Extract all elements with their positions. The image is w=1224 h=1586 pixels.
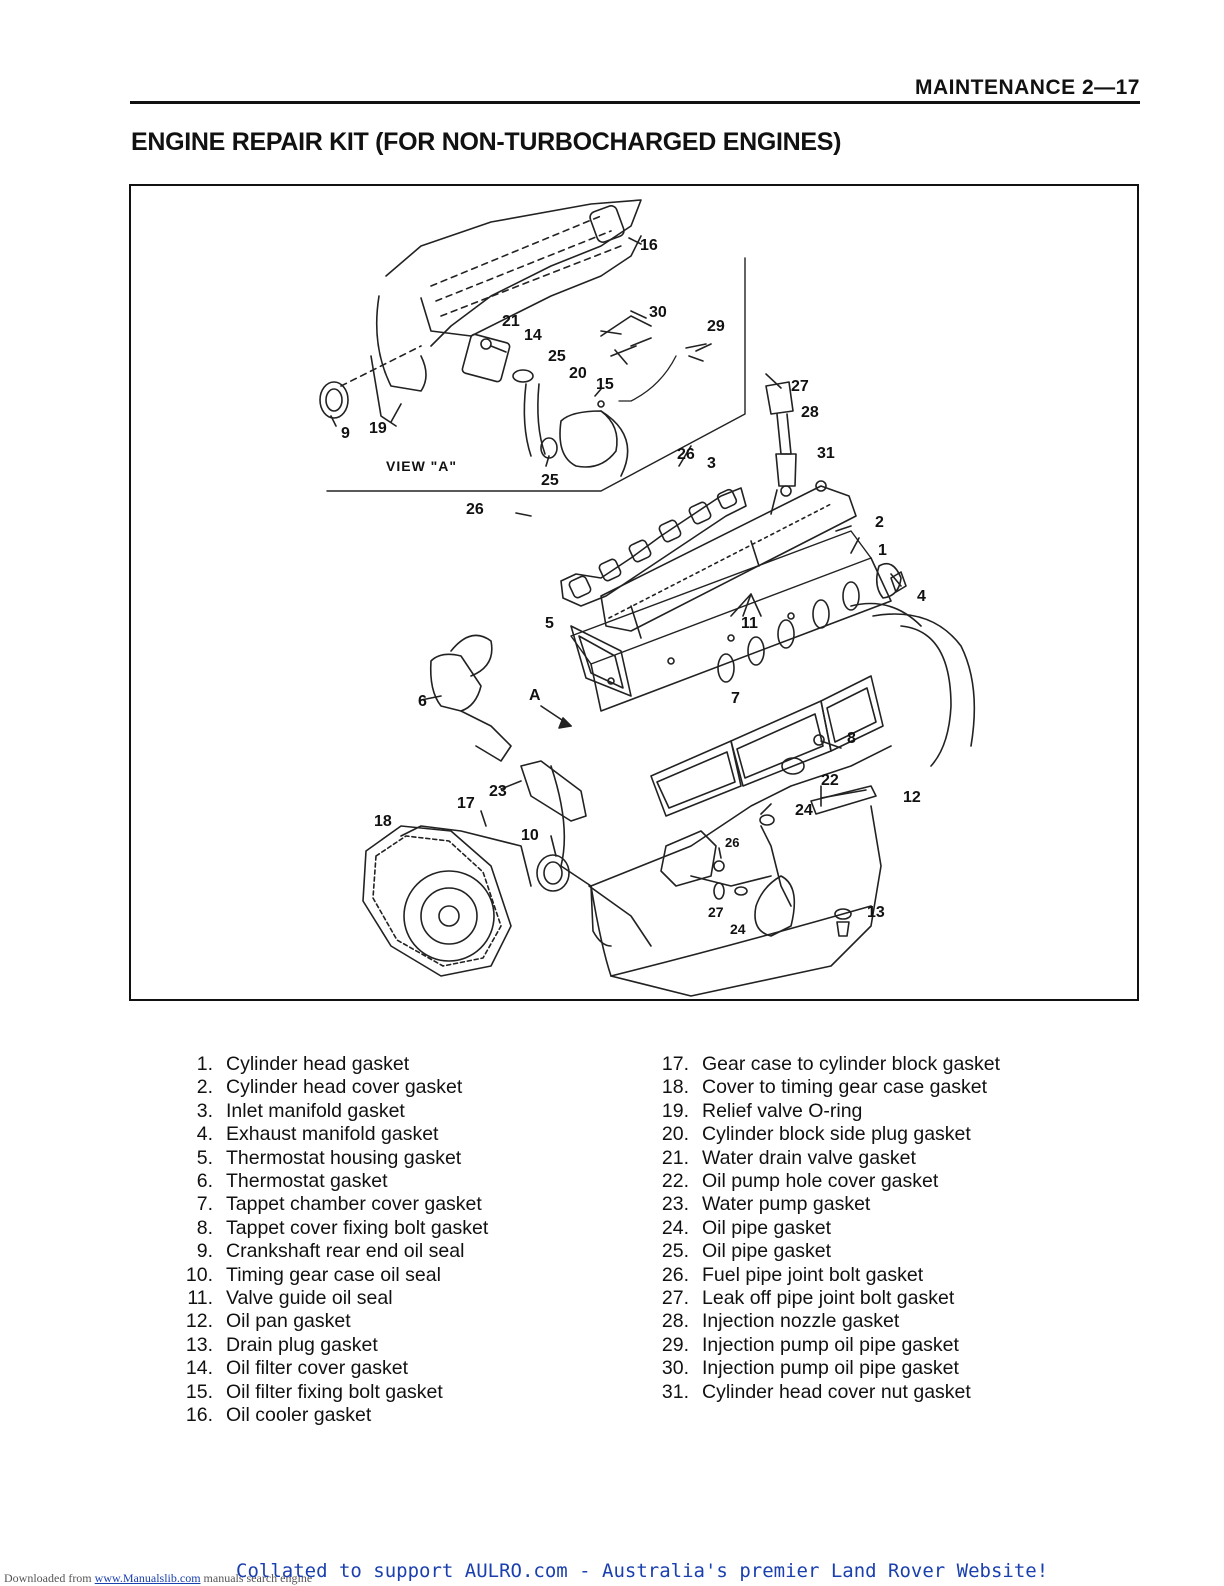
manualslib-link[interactable]: www.Manualslib.com bbox=[94, 1571, 201, 1585]
callout-13: 13 bbox=[867, 904, 885, 921]
parts-list-left: 1.Cylinder head gasket 2.Cylinder head c… bbox=[163, 1053, 488, 1428]
engine-line-drawing bbox=[319, 199, 976, 997]
exploded-engine-diagram: 16 30 29 21 14 25 20 15 27 28 9 19 31 26… bbox=[129, 184, 1139, 1001]
callout-24: 24 bbox=[795, 802, 813, 819]
callout-12: 12 bbox=[903, 789, 921, 806]
list-item: 11.Valve guide oil seal bbox=[187, 1287, 393, 1310]
view-a-label: VIEW "A" bbox=[386, 458, 458, 474]
list-item: 15.Oil filter fixing bolt gasket bbox=[185, 1380, 443, 1403]
callout-31: 31 bbox=[817, 445, 835, 462]
arrow-a-label: A bbox=[529, 687, 541, 704]
download-source-note: Downloaded from www.Manualslib.com manua… bbox=[4, 1571, 313, 1585]
list-item: 6.Thermostat gasket bbox=[196, 1170, 388, 1193]
callout-25: 25 bbox=[548, 348, 566, 365]
callout-25b: 25 bbox=[541, 472, 559, 489]
list-item: 30.Injection pump oil pipe gasket bbox=[661, 1357, 959, 1380]
list-item: 28.Injection nozzle gasket bbox=[661, 1310, 900, 1333]
page-title: ENGINE REPAIR KIT (FOR NON-TURBOCHARGED … bbox=[131, 128, 842, 156]
list-item: 29.Injection pump oil pipe gasket bbox=[661, 1333, 959, 1356]
list-item: 8.Tappet cover fixing bolt gasket bbox=[196, 1216, 489, 1239]
callout-2: 2 bbox=[875, 514, 884, 531]
callout-11: 11 bbox=[741, 615, 758, 632]
callout-29: 29 bbox=[707, 318, 725, 335]
callout-17: 17 bbox=[457, 795, 475, 812]
callout-21: 21 bbox=[502, 313, 520, 330]
callout-24b: 24 bbox=[730, 921, 746, 937]
callout-15: 15 bbox=[596, 376, 614, 393]
list-item: 3.Inlet manifold gasket bbox=[196, 1099, 405, 1122]
callout-6: 6 bbox=[418, 693, 427, 710]
list-item: 24.Oil pipe gasket bbox=[661, 1216, 831, 1239]
callout-10: 10 bbox=[521, 827, 539, 844]
header-rule bbox=[130, 101, 1140, 104]
list-item: 21.Water drain valve gasket bbox=[661, 1146, 916, 1169]
list-item: 26.Fuel pipe joint bolt gasket bbox=[661, 1263, 924, 1286]
list-item: 27.Leak off pipe joint bolt gasket bbox=[661, 1287, 955, 1310]
callout-23: 23 bbox=[489, 783, 507, 800]
callout-19: 19 bbox=[369, 420, 387, 437]
callout-16: 16 bbox=[640, 237, 658, 254]
list-item: 1.Cylinder head gasket bbox=[196, 1053, 410, 1075]
list-item: 17.Gear case to cylinder block gasket bbox=[661, 1053, 1001, 1075]
callout-26b: 26 bbox=[466, 501, 484, 518]
list-item: 23.Water pump gasket bbox=[661, 1193, 871, 1216]
list-item: 18.Cover to timing gear case gasket bbox=[661, 1076, 988, 1099]
section-header: MAINTENANCE 2—17 bbox=[914, 76, 1140, 99]
list-item: 5.Thermostat housing gasket bbox=[196, 1146, 462, 1169]
list-item: 9.Crankshaft rear end oil seal bbox=[196, 1240, 465, 1263]
callout-7: 7 bbox=[731, 690, 740, 707]
callout-26c: 26 bbox=[725, 835, 740, 850]
callout-22: 22 bbox=[821, 772, 839, 789]
parts-list-right: 17.Gear case to cylinder block gasket 18… bbox=[639, 1053, 1000, 1404]
callout-5: 5 bbox=[545, 615, 554, 632]
list-item: 12.Oil pan gasket bbox=[185, 1310, 351, 1333]
callout-14: 14 bbox=[524, 327, 542, 344]
callout-27b: 27 bbox=[708, 904, 724, 920]
list-item: 2.Cylinder head cover gasket bbox=[196, 1076, 463, 1099]
callout-30: 30 bbox=[649, 304, 667, 321]
callout-26: 26 bbox=[677, 446, 695, 463]
callout-4: 4 bbox=[917, 588, 926, 605]
list-item: 7.Tappet chamber cover gasket bbox=[196, 1193, 482, 1216]
callout-8: 8 bbox=[847, 730, 856, 747]
collated-note: Collated to support AULRO.com - Australi… bbox=[236, 1560, 1049, 1582]
callout-27: 27 bbox=[791, 378, 809, 395]
list-item: 25.Oil pipe gasket bbox=[661, 1240, 831, 1263]
list-item: 22.Oil pump hole cover gasket bbox=[661, 1170, 939, 1193]
callout-3: 3 bbox=[707, 455, 716, 472]
callout-28: 28 bbox=[801, 404, 819, 421]
list-item: 4.Exhaust manifold gasket bbox=[196, 1123, 439, 1146]
callout-9: 9 bbox=[341, 425, 350, 442]
list-item: 31.Cylinder head cover nut gasket bbox=[661, 1380, 971, 1403]
list-item: 13.Drain plug gasket bbox=[185, 1333, 378, 1356]
list-item: 20.Cylinder block side plug gasket bbox=[661, 1123, 971, 1146]
callout-18: 18 bbox=[374, 813, 392, 830]
list-item: 10.Timing gear case oil seal bbox=[185, 1263, 441, 1286]
list-item: 19.Relief valve O-ring bbox=[661, 1099, 863, 1122]
callout-20: 20 bbox=[569, 365, 587, 382]
callout-1: 1 bbox=[878, 542, 887, 559]
list-item: 14.Oil filter cover gasket bbox=[185, 1357, 409, 1380]
list-item: 16.Oil cooler gasket bbox=[185, 1404, 372, 1427]
